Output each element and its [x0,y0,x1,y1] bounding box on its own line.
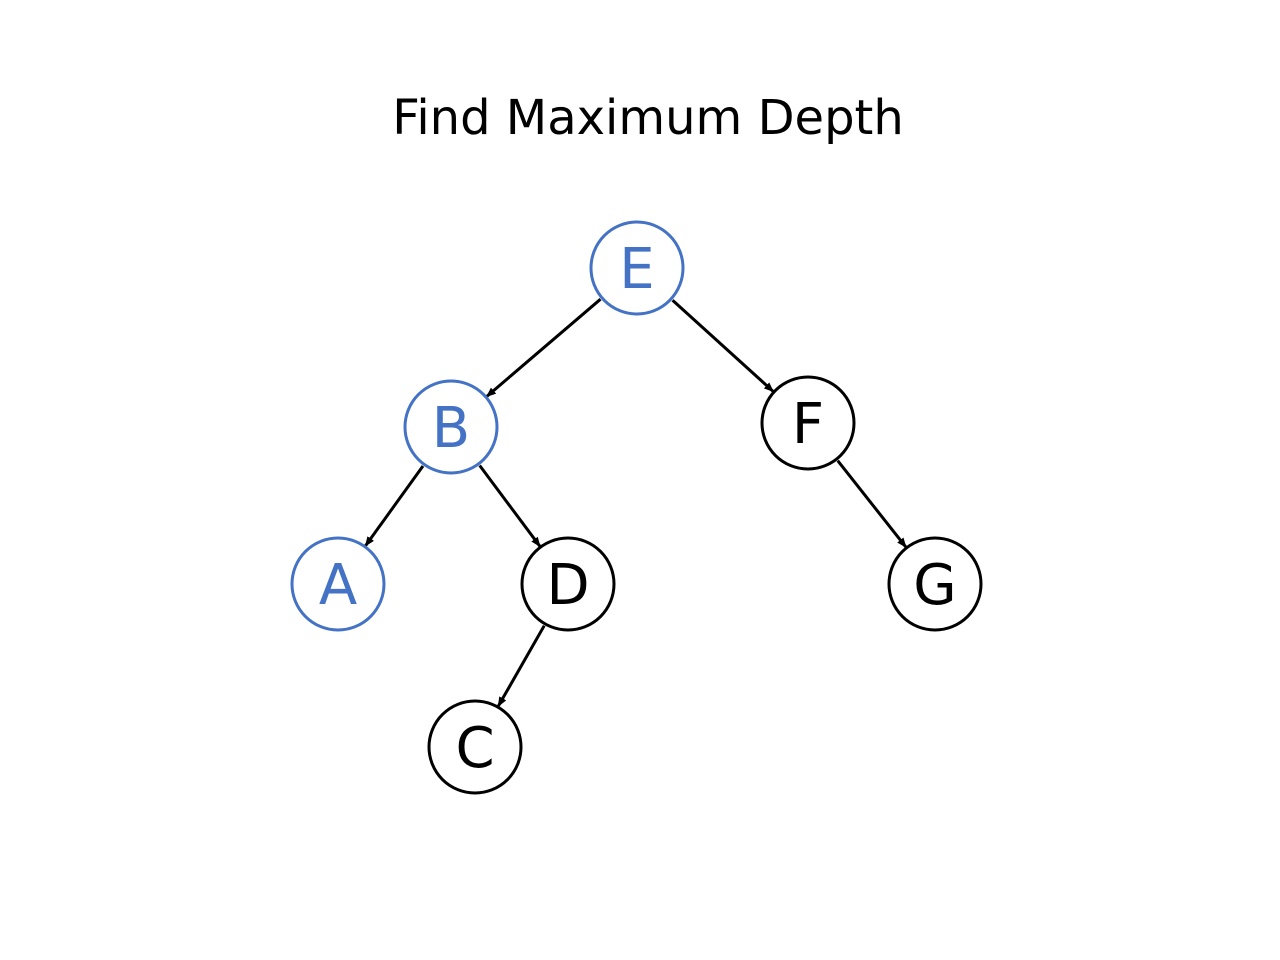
tree-node-b: B [403,379,499,475]
node-label: G [913,553,956,618]
node-label: A [319,553,357,618]
node-circle [403,379,499,475]
page-title: Find Maximum Depth [392,90,904,146]
node-label: C [455,716,494,781]
edge-e-b [485,298,602,398]
tree-node-e: E [589,220,685,316]
node-circle [589,220,685,316]
nodes-layer: E B F A D G C [290,220,983,795]
edge-f-g [836,459,908,549]
tree-node-d: D [520,536,616,632]
edges-layer [364,298,908,708]
tree-node-a: A [290,536,386,632]
node-label: D [546,553,589,618]
tree-node-c: C [427,699,523,795]
node-label: B [432,396,470,461]
node-label: F [792,392,824,457]
edge-b-d [478,464,542,548]
node-circle [290,536,386,632]
edge-d-c [496,624,546,708]
node-circle [427,699,523,795]
tree-node-f: F [760,375,856,471]
edge-b-a [364,465,425,547]
node-circle [760,375,856,471]
tree-node-g: G [887,536,983,632]
edge-e-f [671,299,775,393]
node-label: E [619,237,654,302]
node-circle [520,536,616,632]
node-circle [887,536,983,632]
